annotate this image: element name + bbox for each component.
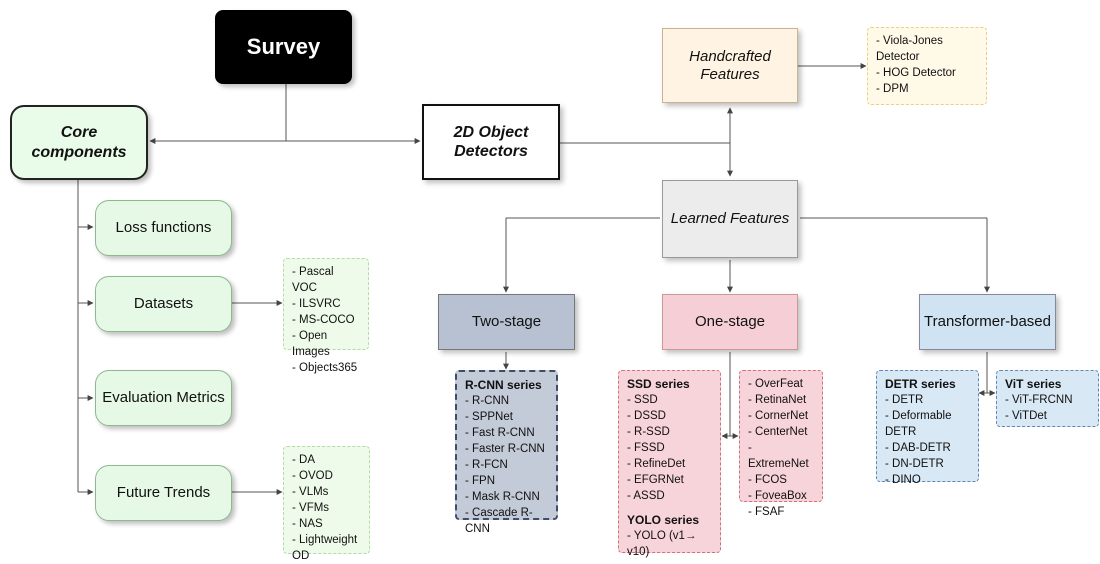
list-item: - Cascade R-CNN [465, 507, 533, 535]
list-title: ViT series [1005, 377, 1062, 391]
vit-series-list: ViT series - ViT-FRCNN - ViTDet [996, 370, 1099, 427]
list-item: - ASSD [627, 490, 665, 502]
list-item: - R-SSD [627, 426, 670, 438]
list-item: - FCOS [748, 474, 787, 486]
list-item: - FSSD [627, 442, 665, 454]
list-item: - VFMs [292, 502, 330, 514]
ssd-yolo-series-list: SSD series - SSD - DSSD - R-SSD - FSSD -… [618, 370, 721, 558]
list-item: - Fast R-CNN [465, 427, 535, 439]
learned-features-node: Learned Features [662, 180, 798, 258]
list-item: - SPPNet [465, 411, 513, 423]
list-item: - DSSD [627, 410, 666, 422]
list-item: - Objects365 [292, 362, 358, 374]
list-item: - DA [292, 454, 315, 466]
list-item: - Viola-Jones Detector [876, 35, 943, 63]
list-item: - OverFeat [748, 378, 803, 390]
one-stage-other-list: - OverFeat - RetinaNet - CornerNet - Cen… [739, 370, 823, 518]
one-stage-node: One-stage [662, 294, 798, 350]
list-item: - FoveaBox [748, 490, 807, 502]
2d-object-detectors-node: 2D Object Detectors [422, 104, 560, 180]
list-item: - Faster R-CNN [465, 443, 545, 455]
list-item: - CenterNet [748, 426, 808, 438]
handcrafted-features-node: Handcrafted Features [662, 28, 798, 103]
future-trends-list: - DA - OVOD - VLMs - VFMs - NAS - Lightw… [283, 446, 370, 562]
list-item: - R-CNN [465, 395, 510, 407]
datasets-list: - Pascal VOC - ILSVRC - MS-COCO - Open I… [283, 258, 369, 374]
list-item: - DINO [885, 474, 921, 486]
list-item: - ViTDet [1005, 410, 1047, 422]
list-item: - RefineDet [627, 458, 686, 470]
evaluation-metrics-node: Evaluation Metrics [95, 370, 232, 426]
survey-node: Survey [215, 10, 352, 84]
list-item: - Pascal VOC [292, 266, 334, 294]
list-item: - R-FCN [465, 459, 508, 471]
list-item: - DETR [885, 394, 924, 406]
list-item: - DPM [876, 83, 909, 95]
list-item: - SSD [627, 394, 658, 406]
list-item: - MS-COCO [292, 314, 355, 326]
list-item: - OVOD [292, 470, 333, 482]
list-item: - HOG Detector [876, 67, 956, 79]
transformer-based-node: Transformer-based [919, 294, 1056, 350]
list-item: - Mask R-CNN [465, 491, 540, 503]
list-title: R-CNN series [465, 378, 542, 392]
list-item: - ExtremeNet [748, 442, 809, 470]
list-item: - FPN [465, 475, 496, 487]
list-item: - VLMs [292, 486, 329, 498]
list-item: - EFGRNet [627, 474, 684, 486]
future-trends-node: Future Trends [95, 465, 232, 521]
handcrafted-list: - Viola-Jones Detector - HOG Detector - … [867, 27, 987, 105]
list-item: - ILSVRC [292, 298, 341, 310]
list-item: - YOLO (v1→ v10) [627, 530, 697, 558]
list-item: - CornerNet [748, 410, 809, 422]
list-item: - FSAF [748, 506, 785, 518]
list-item: - Open Images [292, 330, 330, 358]
two-stage-node: Two-stage [438, 294, 575, 350]
list-item: - DN-DETR [885, 458, 944, 470]
list-item: - Lightweight OD [292, 534, 358, 562]
list-item: - ViT-FRCNN [1005, 394, 1073, 406]
list-item: - Deformable DETR [885, 410, 952, 438]
loss-functions-node: Loss functions [95, 200, 232, 256]
list-title: DETR series [885, 377, 956, 391]
datasets-node: Datasets [95, 276, 232, 332]
list-item: - NAS [292, 518, 323, 530]
list-item: - DAB-DETR [885, 442, 951, 454]
rcnn-series-list: R-CNN series - R-CNN - SPPNet - Fast R-C… [455, 370, 558, 535]
core-components-node: Core components [10, 105, 148, 180]
detr-series-list: DETR series - DETR - Deformable DETR - D… [876, 370, 979, 486]
list-title: YOLO series [627, 513, 700, 527]
list-item: - RetinaNet [748, 394, 807, 406]
list-title: SSD series [627, 377, 690, 391]
